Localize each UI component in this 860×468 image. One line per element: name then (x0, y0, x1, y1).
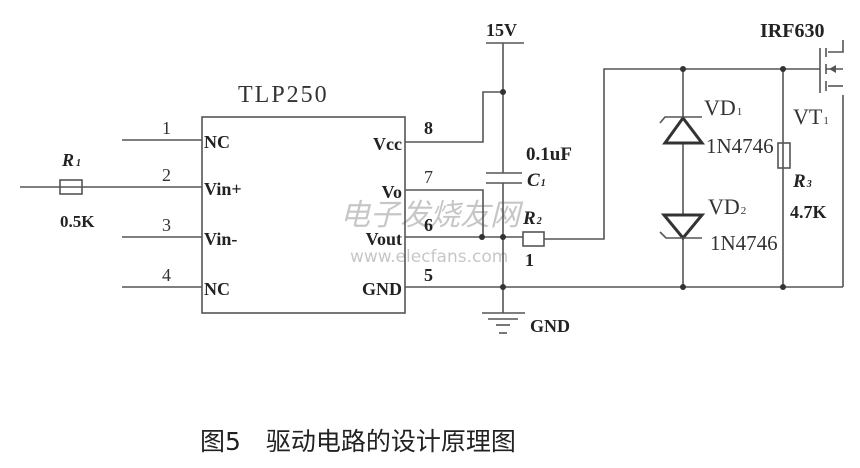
svg-text:NC: NC (204, 279, 230, 299)
zener-diode-vd1 (659, 115, 706, 145)
svg-text:www.elecfans.com: www.elecfans.com (350, 247, 508, 267)
svg-text:8: 8 (424, 118, 433, 138)
resistor-r3 (777, 142, 791, 169)
svg-text:1: 1 (162, 118, 171, 138)
supply-label: 15V (486, 20, 517, 40)
svg-text:Vout: Vout (366, 229, 402, 249)
ground-symbol (482, 312, 525, 334)
svg-text:1N4746: 1N4746 (710, 231, 778, 255)
vt1-label: VT1 (793, 104, 829, 129)
tlp250-ic (201, 116, 406, 314)
svg-text:Vin-: Vin- (204, 229, 237, 249)
resistor-r2 (522, 231, 545, 247)
ic-name: TLP250 (238, 82, 329, 108)
right-pins: Vcc Vo Vout GND 8 7 6 5 (362, 118, 433, 299)
r3-label: R3 (792, 171, 812, 192)
vd1-label: VD1 (704, 95, 742, 120)
svg-text:5: 5 (424, 265, 433, 285)
svg-text:IRF630: IRF630 (760, 20, 824, 42)
svg-text:4.7K: 4.7K (790, 202, 827, 222)
svg-text:Vcc: Vcc (373, 134, 402, 154)
capacitor-c1 (486, 172, 522, 184)
svg-text:NC: NC (204, 132, 230, 152)
svg-text:0.1uF: 0.1uF (526, 144, 572, 165)
wires (405, 40, 844, 313)
r2-label: R2 (522, 208, 542, 229)
svg-text:GND: GND (362, 279, 402, 299)
svg-text:1: 1 (525, 250, 534, 270)
mosfet-vt1 (819, 48, 843, 93)
left-pins: 1 2 3 4 NC Vin+ Vin- NC (20, 118, 242, 299)
watermark: 电子发烧友网 www.elecfans.com (340, 198, 524, 267)
svg-text:7: 7 (424, 167, 433, 187)
resistor-r1 (59, 179, 83, 195)
svg-text:Vo: Vo (382, 182, 402, 202)
svg-text:Vin+: Vin+ (204, 179, 242, 199)
svg-text:0.5K: 0.5K (60, 212, 95, 231)
vd2-label: VD2 (708, 194, 746, 219)
figure-caption: 图5 驱动电路的设计原理图 (200, 427, 516, 456)
svg-text:4: 4 (162, 265, 171, 285)
svg-text:1N4746: 1N4746 (706, 134, 774, 158)
ground-label: GND (530, 316, 570, 336)
svg-text:3: 3 (162, 215, 171, 235)
svg-text:电子发烧友网: 电子发烧友网 (340, 198, 524, 233)
zener-diode-vd2 (659, 213, 706, 241)
svg-text:6: 6 (424, 215, 433, 235)
svg-text:2: 2 (162, 165, 171, 185)
c1-label: C1 (527, 170, 546, 191)
junction-dots (479, 66, 786, 290)
